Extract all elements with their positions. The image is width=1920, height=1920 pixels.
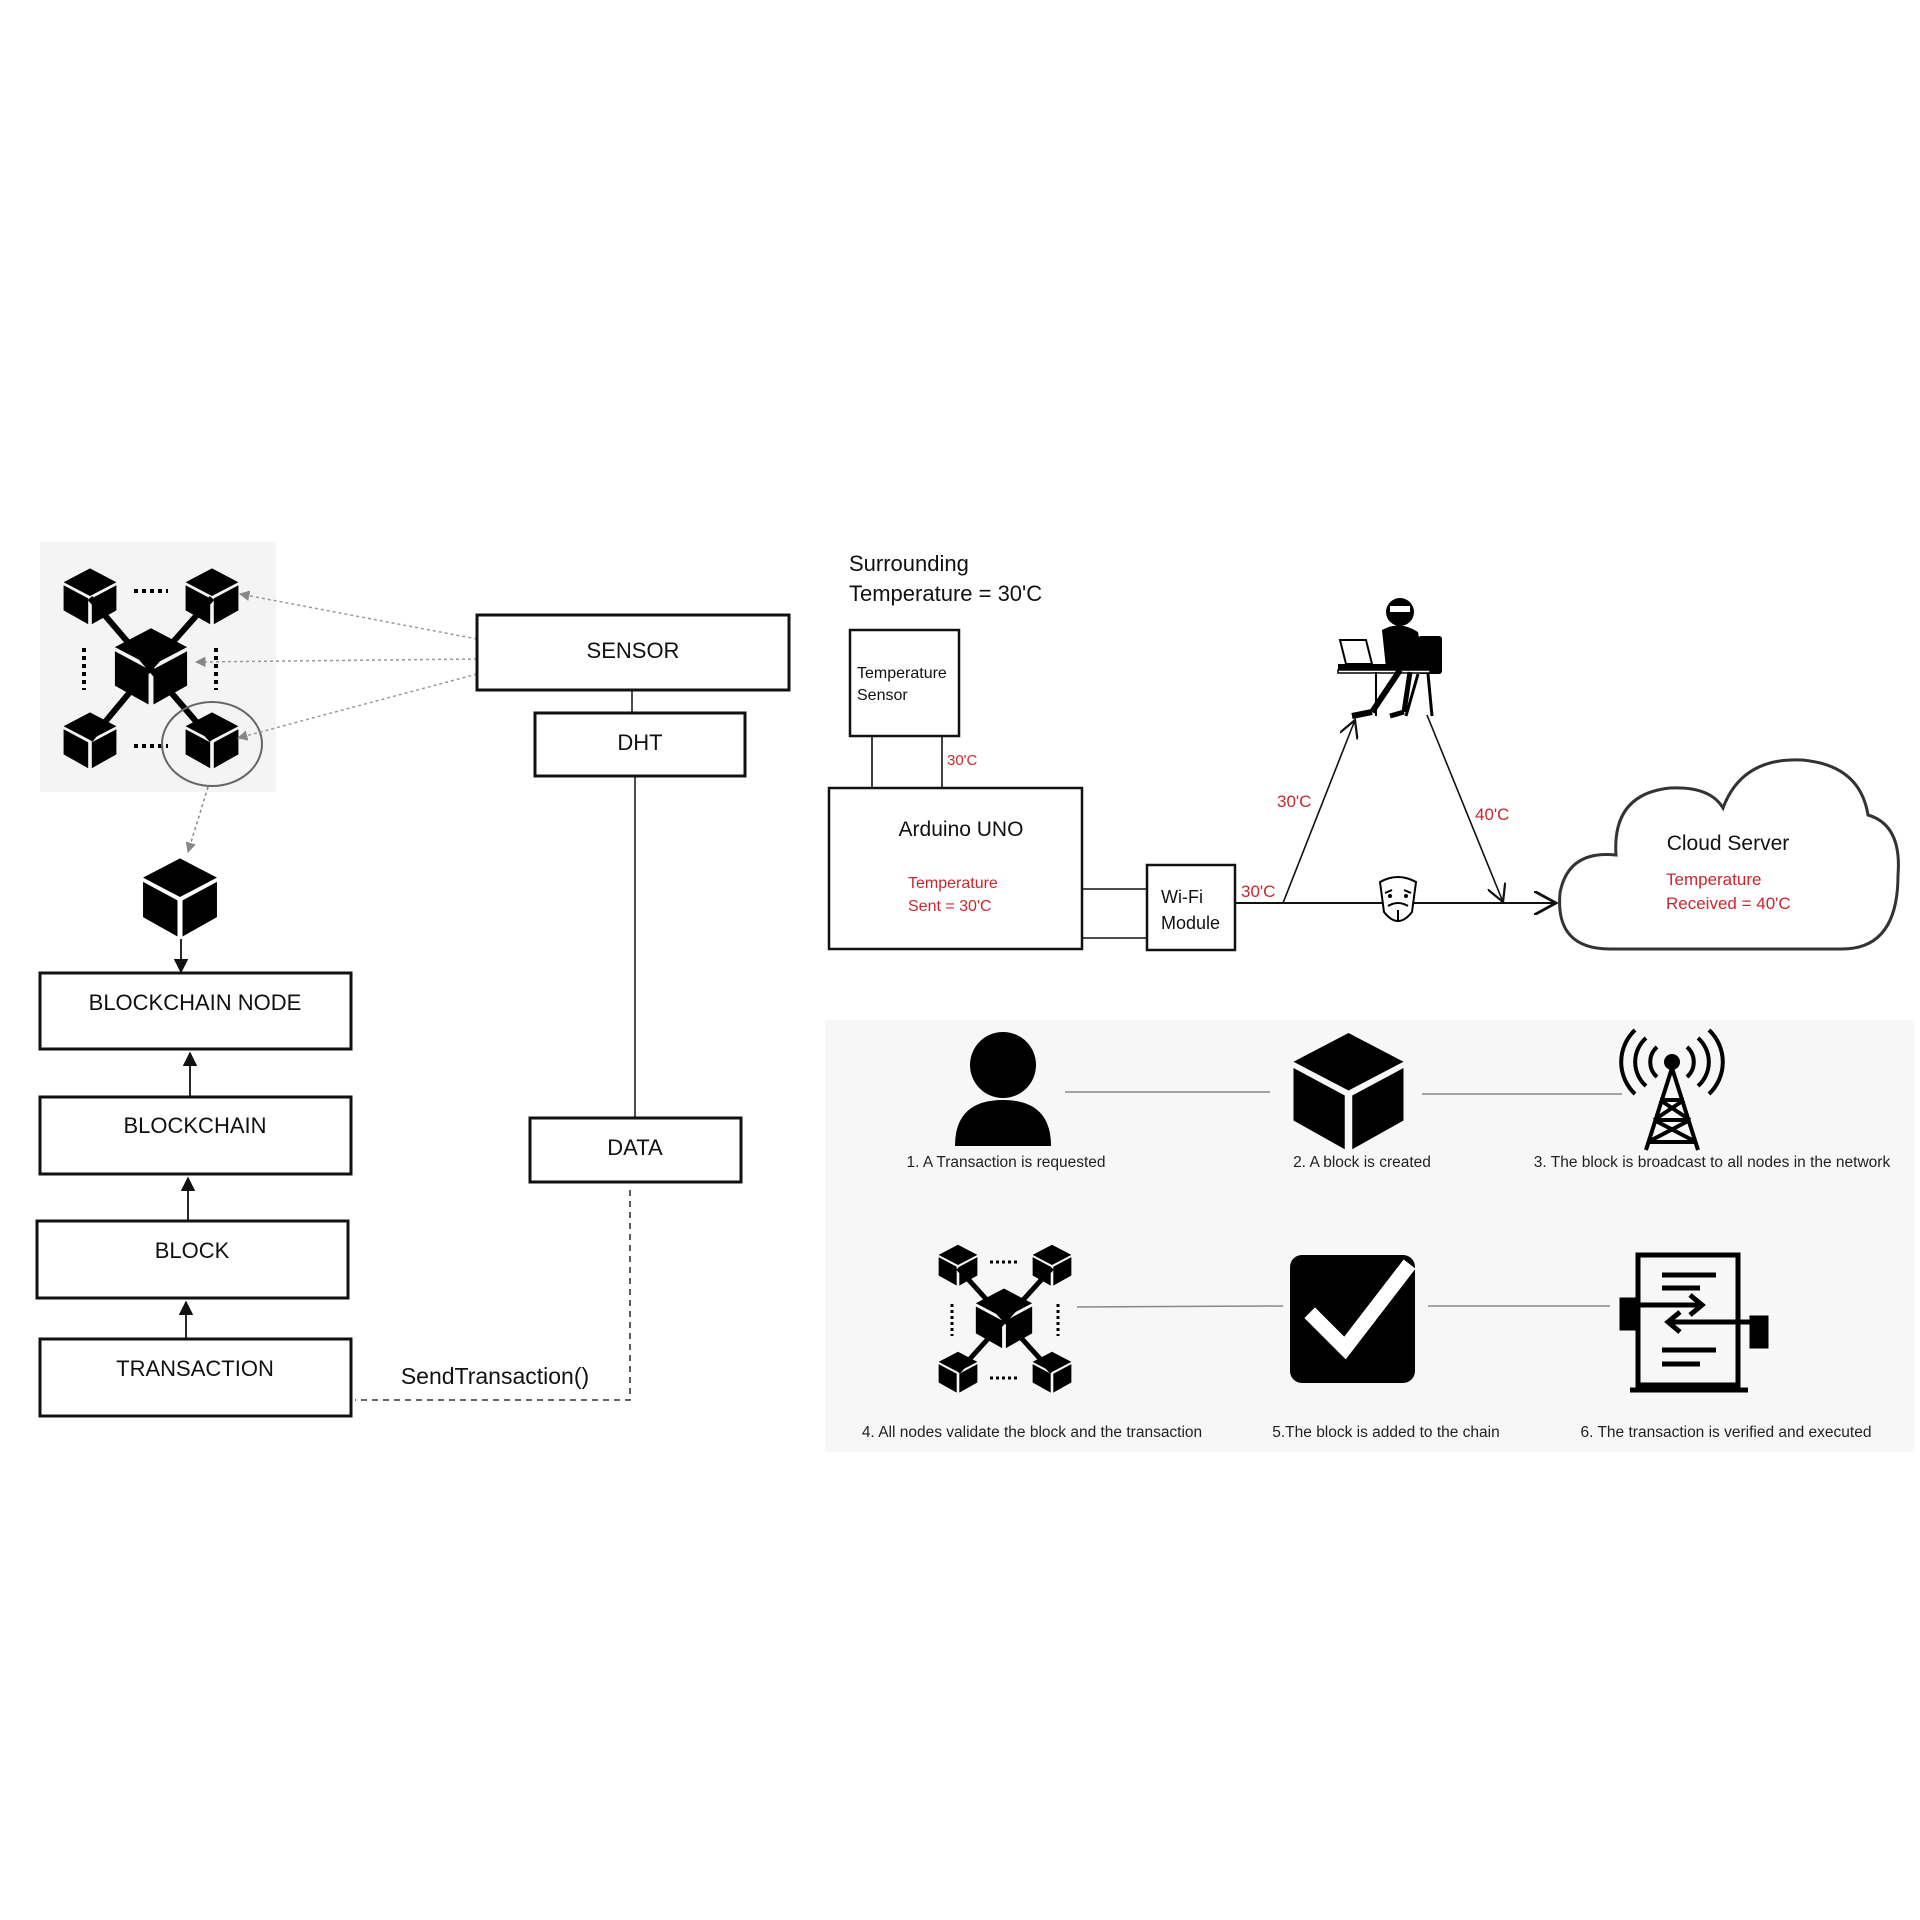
user-icon bbox=[955, 1032, 1051, 1146]
process-steps-panel: 1. A Transaction is requested 2. A block… bbox=[825, 1020, 1915, 1452]
contract-exchange-icon bbox=[1619, 1252, 1769, 1393]
blockchain-node-box bbox=[38, 971, 353, 1051]
left-flow: SENSOR DHT DATA SendTransaction() BLOCKC… bbox=[35, 542, 791, 1418]
temperature-sensor-line2: Sensor bbox=[857, 687, 908, 704]
step-2-label: 2. A block is created bbox=[1293, 1154, 1431, 1171]
transaction-box bbox=[38, 1337, 353, 1418]
surrounding-temp-line2: Temperature = 30'C bbox=[849, 581, 1042, 606]
broadcast-tower-icon bbox=[1619, 1028, 1725, 1151]
anonymous-mask-icon bbox=[1378, 876, 1418, 922]
hacker-icon bbox=[1337, 598, 1442, 719]
blockchain-label: BLOCKCHAIN bbox=[123, 1113, 266, 1138]
checkbox-icon bbox=[1290, 1255, 1416, 1383]
blockchain-network-icon bbox=[40, 542, 276, 792]
network-icon bbox=[938, 1244, 1072, 1393]
dht-label: DHT bbox=[617, 730, 662, 755]
to-attacker-reading: 30'C bbox=[1277, 792, 1311, 811]
step-3-label: 3. The block is broadcast to all nodes i… bbox=[1534, 1154, 1891, 1171]
from-attacker-reading: 40'C bbox=[1475, 805, 1509, 824]
step-1-label: 1. A Transaction is requested bbox=[906, 1154, 1105, 1171]
wifi-line1: Wi-Fi bbox=[1161, 887, 1203, 907]
cloud-received-line1: Temperature bbox=[1666, 870, 1761, 889]
wifi-module-box bbox=[1145, 863, 1237, 952]
wifi-out-reading: 30'C bbox=[1241, 882, 1275, 901]
block-label: BLOCK bbox=[155, 1238, 230, 1263]
temperature-sensor-box bbox=[848, 628, 961, 738]
blockchain-node-label: BLOCKCHAIN NODE bbox=[89, 990, 302, 1015]
step-4-label: 4. All nodes validate the block and the … bbox=[862, 1424, 1202, 1441]
sensor-label: SENSOR bbox=[587, 638, 680, 663]
cloud-title: Cloud Server bbox=[1667, 832, 1790, 855]
data-label: DATA bbox=[607, 1135, 663, 1160]
arduino-sent-line2: Sent = 30'C bbox=[908, 898, 992, 915]
transaction-label: TRANSACTION bbox=[116, 1356, 274, 1381]
attack-scenario: Surrounding Temperature = 30'C Temperatu… bbox=[827, 551, 1900, 952]
surrounding-temp-line1: Surrounding bbox=[849, 551, 969, 576]
step-5-label: 5.The block is added to the chain bbox=[1272, 1424, 1499, 1441]
send-transaction-label: SendTransaction() bbox=[401, 1363, 589, 1389]
blockchain-box bbox=[38, 1095, 353, 1176]
dht-box bbox=[533, 711, 747, 778]
sensor-reading: 30'C bbox=[947, 752, 978, 769]
step-6-label: 6. The transaction is verified and execu… bbox=[1581, 1424, 1872, 1441]
sensor-box bbox=[475, 613, 791, 692]
cloud-received-line2: Received = 40'C bbox=[1666, 894, 1791, 913]
arduino-sent-line1: Temperature bbox=[908, 875, 998, 892]
block-cube-icon bbox=[143, 858, 217, 937]
temperature-sensor-line1: Temperature bbox=[857, 665, 947, 682]
wifi-line2: Module bbox=[1161, 913, 1220, 933]
cloud-server-shape bbox=[1558, 758, 1900, 951]
arduino-title: Arduino UNO bbox=[899, 818, 1024, 841]
arduino-box bbox=[827, 786, 1084, 951]
sensor-to-network-arrows bbox=[185, 590, 478, 854]
block-box bbox=[35, 1219, 350, 1300]
data-box bbox=[528, 1116, 743, 1184]
